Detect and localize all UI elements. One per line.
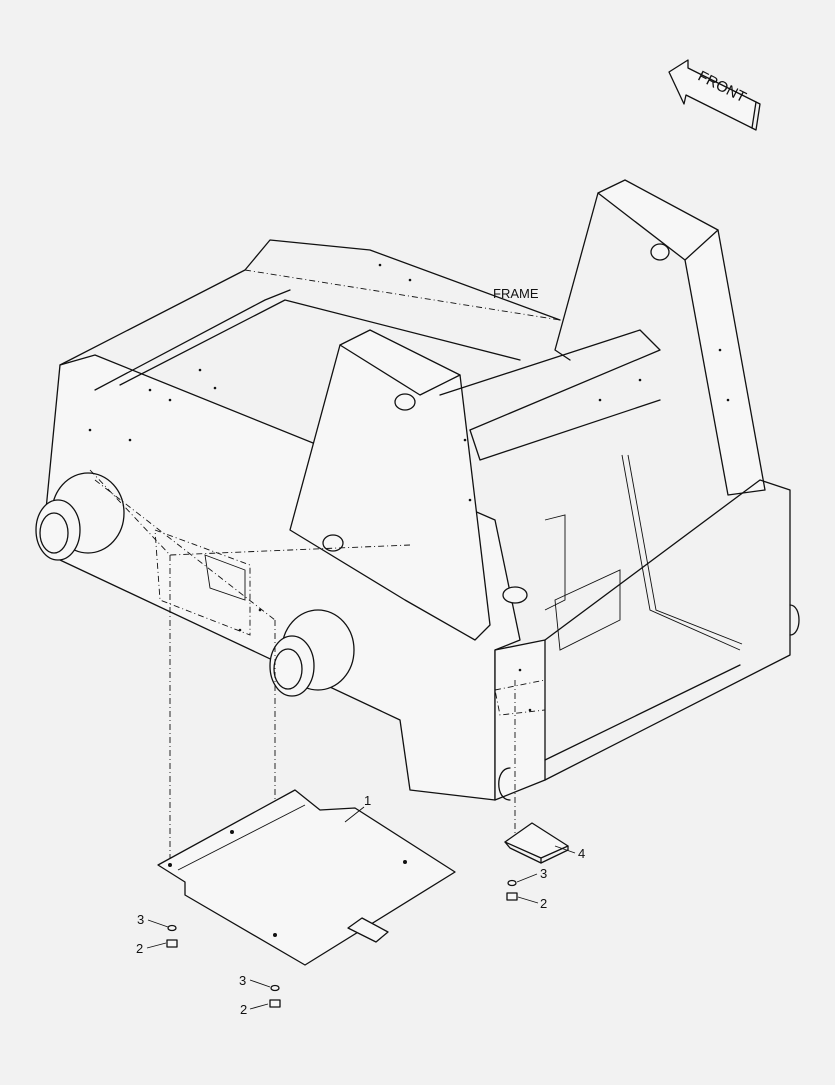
front-arrow: FRONT [668, 59, 761, 131]
callout-3: 3 [540, 866, 547, 881]
callout-2: 2 [240, 1002, 247, 1017]
callout-4: 4 [578, 846, 585, 861]
fasteners [166, 879, 518, 1008]
bracket [504, 822, 569, 864]
callout-1: 1 [364, 793, 371, 808]
callout-leaders [146, 806, 576, 1010]
callout-2: 2 [136, 941, 143, 956]
cover-plate [157, 789, 456, 966]
machine-frame [35, 179, 800, 801]
callout-2: 2 [540, 896, 547, 911]
callout-3: 3 [137, 912, 144, 927]
callout-3: 3 [239, 973, 246, 988]
rivets [88, 263, 730, 712]
frame-label: FRAME [493, 286, 539, 301]
